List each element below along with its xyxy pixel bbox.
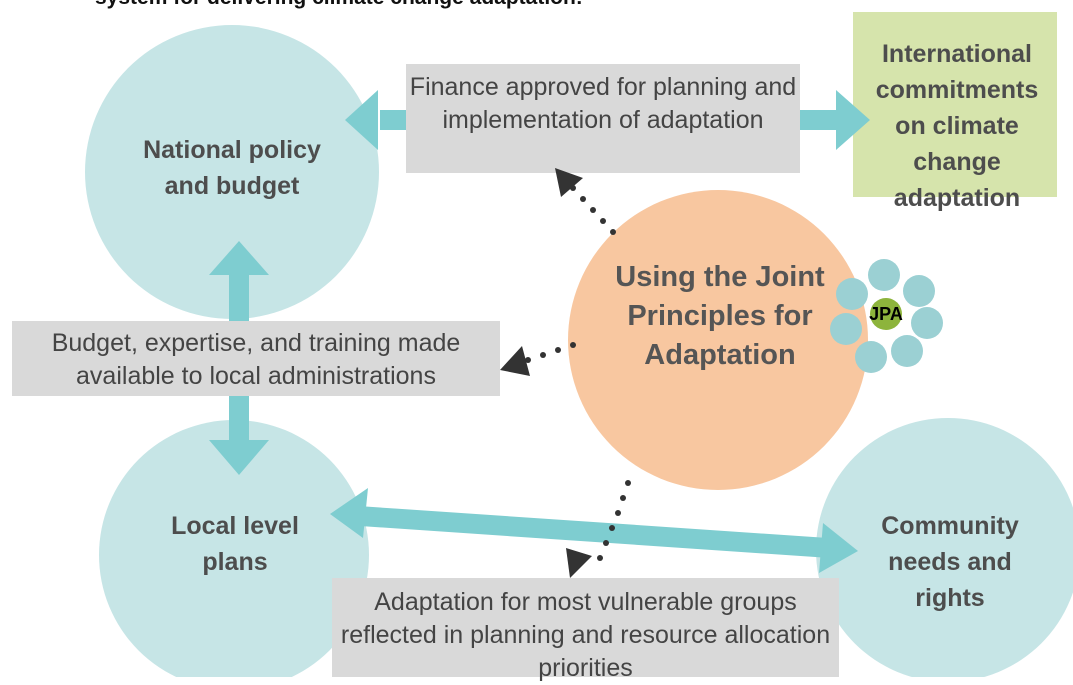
- community-arrow: [330, 488, 858, 573]
- page-title: system for delivering climate change ada…: [95, 0, 583, 10]
- dotted-connector-adaptation: [566, 480, 631, 578]
- local-label: Local level plans: [171, 512, 299, 576]
- jpa-logo-text: JPA: [869, 304, 903, 324]
- finance-box-text: Finance approved for planning and implem…: [409, 73, 797, 134]
- finance-box: [406, 64, 800, 173]
- international-box: [853, 12, 1057, 197]
- local-circle: [99, 420, 369, 677]
- budget-box-text: Budget, expertise, and training made ava…: [51, 329, 461, 390]
- adaptation-box: [332, 578, 839, 677]
- community-label: Community needs and rights: [881, 512, 1019, 612]
- budget-box: [12, 321, 500, 396]
- jpa-logo: [830, 259, 943, 373]
- center-circle: [568, 190, 868, 490]
- community-circle: [816, 418, 1073, 677]
- national-circle: [85, 25, 379, 319]
- adaptation-box-text: Adaptation for most vulnerable groups re…: [340, 588, 831, 682]
- dotted-connector-budget: [500, 342, 576, 376]
- dotted-connector-finance: [555, 168, 616, 235]
- national-label: National policy and budget: [143, 136, 321, 200]
- international-label: International commitments on climate cha…: [875, 40, 1039, 212]
- center-label: Using the Joint Principles for Adaptatio…: [615, 261, 825, 371]
